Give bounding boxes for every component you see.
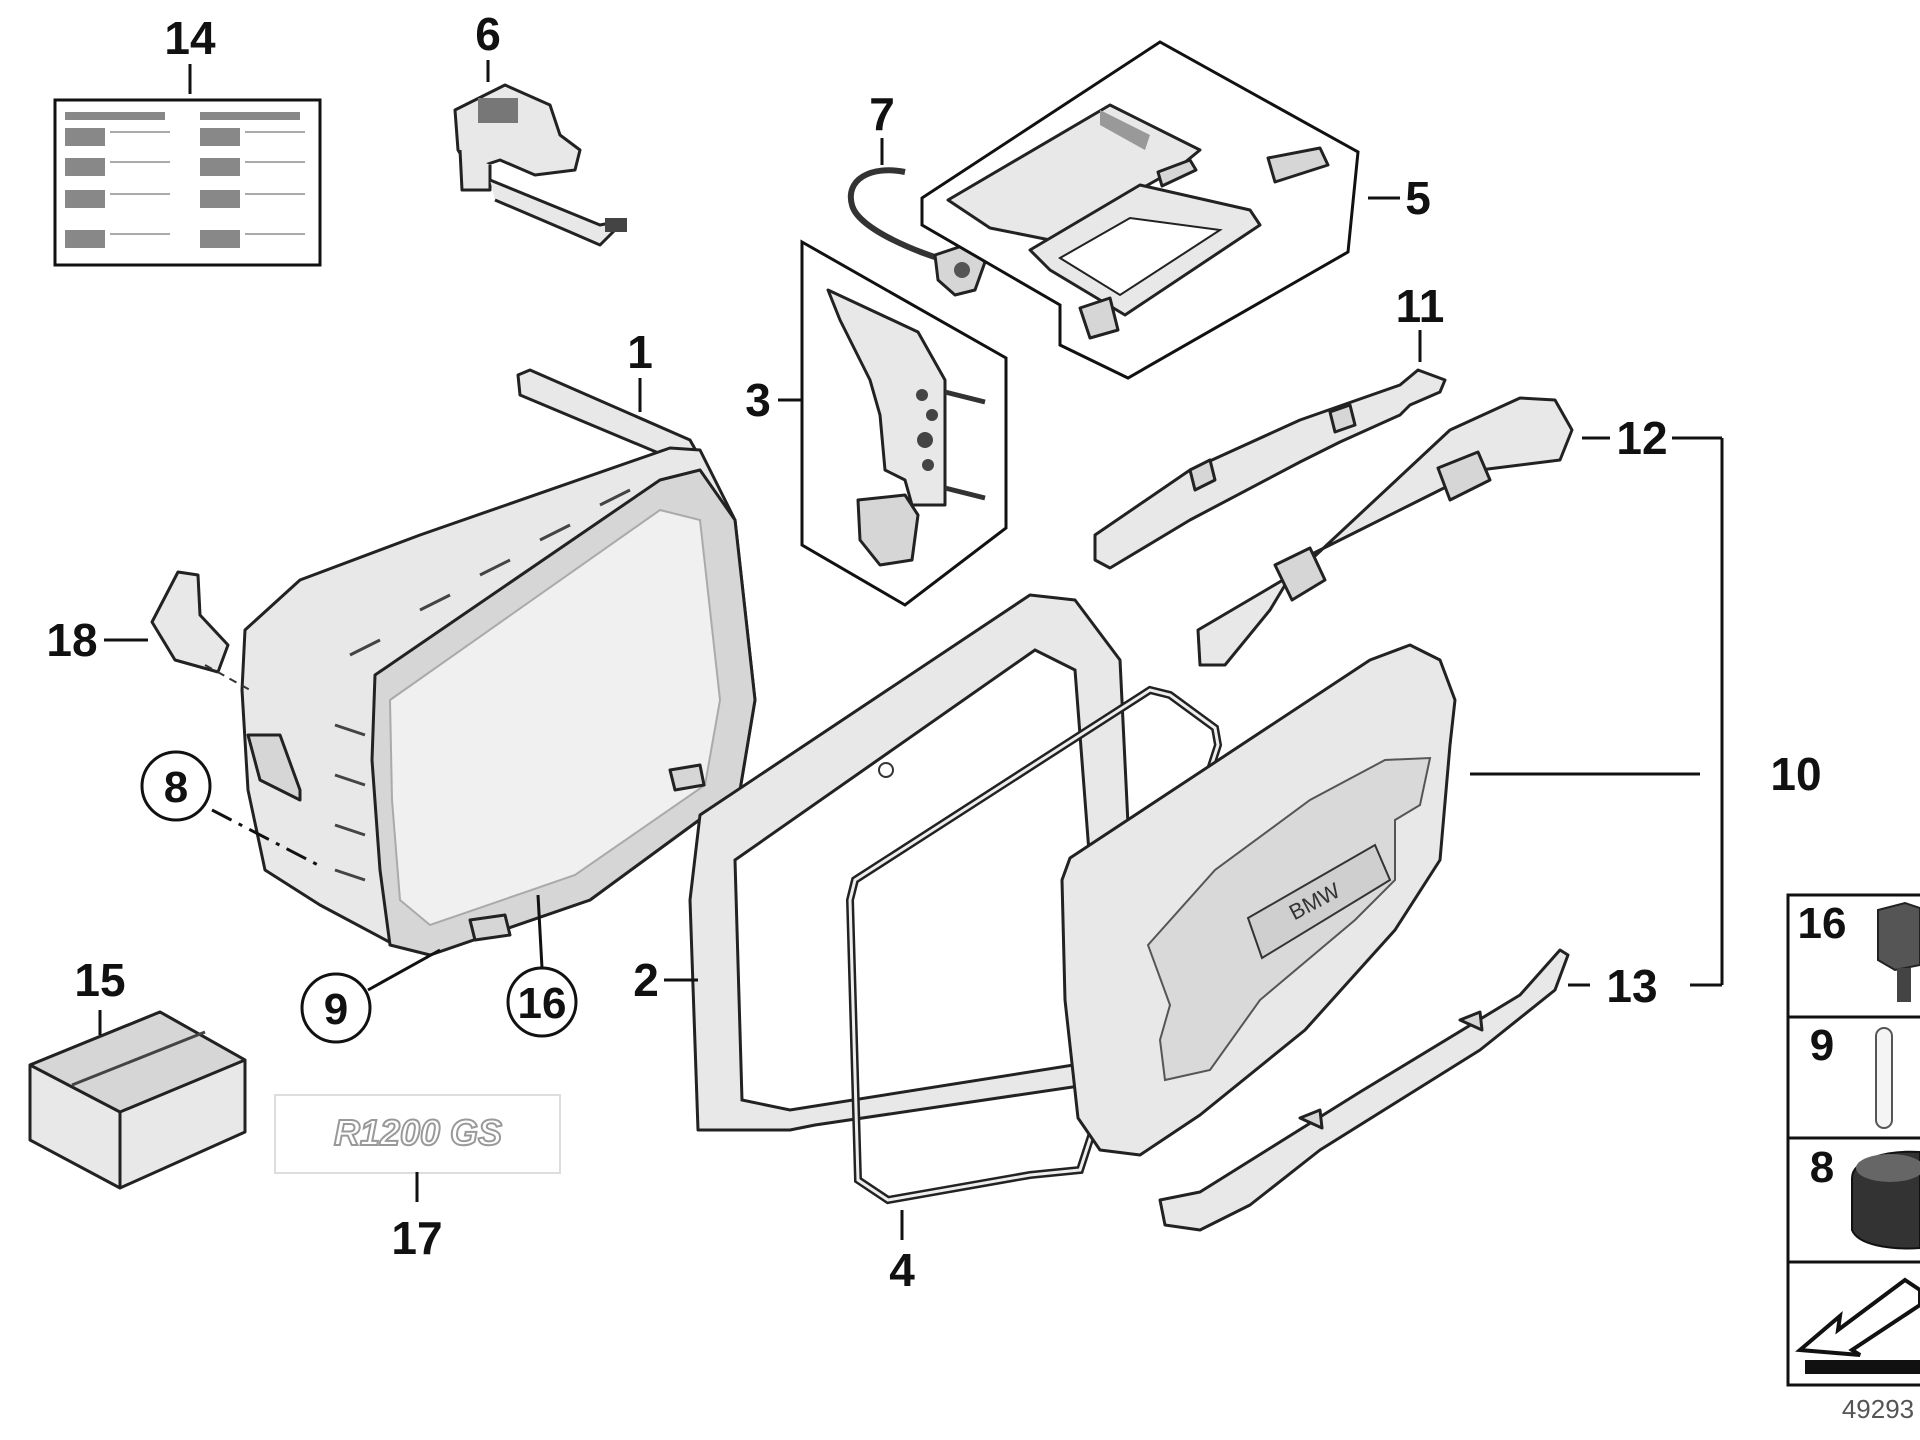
callout-8: 8	[164, 763, 188, 812]
callout-18: 18	[46, 614, 97, 666]
drawing-number: 49293	[1842, 1394, 1914, 1424]
legend-item-9: 9	[1810, 1021, 1834, 1070]
legend-item-16: 16	[1798, 899, 1847, 948]
lid-rail-part-11	[1093, 368, 1447, 570]
callout-17: 17	[391, 1212, 442, 1264]
legend-item-8: 8	[1810, 1143, 1834, 1192]
callout-15: 15	[74, 954, 125, 1006]
callout-14: 14	[164, 12, 216, 64]
small-parts-legend: 16 9 8	[1786, 893, 1920, 1387]
label-sheet-part-14	[53, 98, 322, 267]
callout-4: 4	[889, 1244, 915, 1296]
callout-3: 3	[745, 374, 771, 426]
callout-11: 11	[1396, 280, 1445, 332]
bumper-piece-part-18	[150, 570, 230, 674]
callout-5: 5	[1405, 172, 1431, 224]
lid-part-10: BMW	[1060, 643, 1457, 1157]
callout-1: 1	[627, 326, 653, 378]
case-frame-part-2	[688, 593, 1142, 1132]
case-body-part-1	[240, 368, 757, 957]
callout-12: 12	[1616, 412, 1667, 464]
callout-7: 7	[869, 88, 895, 140]
handle-kit-part-5	[920, 40, 1360, 380]
handle-part-12	[1196, 396, 1574, 667]
cable-part-7	[847, 167, 987, 297]
callout-6: 6	[475, 8, 501, 60]
callout-2: 2	[633, 954, 659, 1006]
mounting-plate-part-3	[800, 239, 1008, 607]
lower-rail-part-13	[1158, 948, 1570, 1232]
callout-16: 16	[518, 979, 567, 1028]
decal-text: R1200 GS	[334, 1112, 502, 1153]
package-box-part-15	[28, 1010, 247, 1190]
callout-10: 10	[1770, 748, 1821, 800]
seal-part-4	[845, 685, 1223, 1205]
callout-9: 9	[324, 985, 348, 1034]
decal-part-17: R1200 GS	[274, 1094, 561, 1174]
callout-13: 13	[1606, 960, 1657, 1012]
lock-bracket-part-6	[453, 83, 627, 247]
